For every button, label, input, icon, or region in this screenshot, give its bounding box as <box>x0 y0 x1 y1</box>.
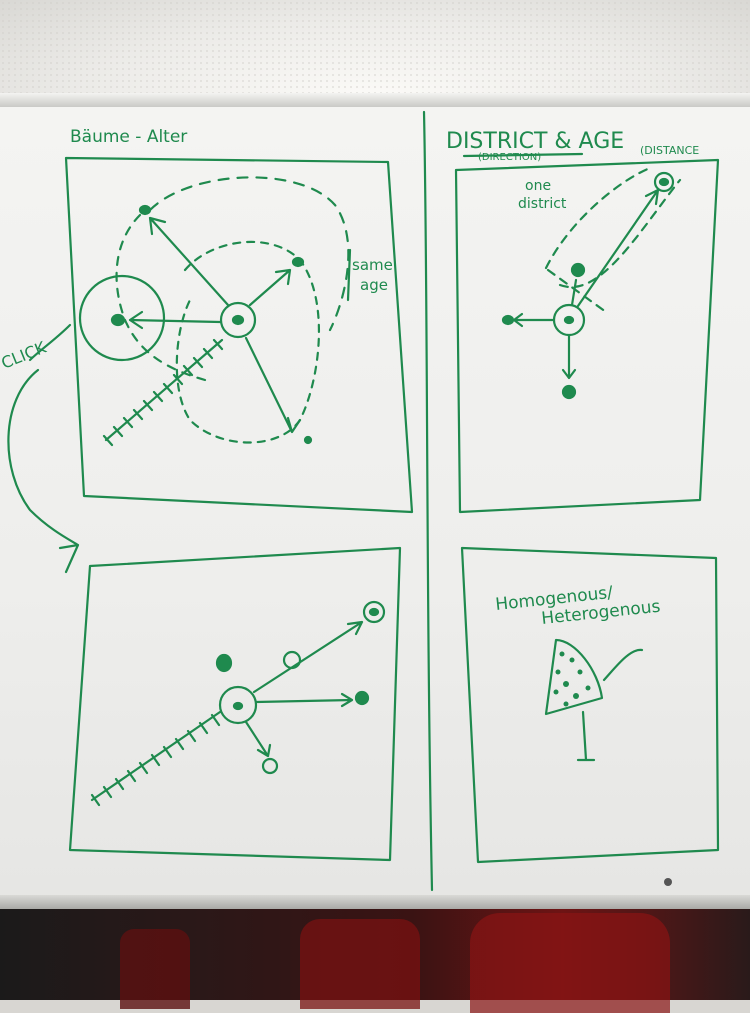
red-chair <box>470 913 670 1013</box>
tree-node-far-dot <box>658 177 670 187</box>
age-scale-axis <box>104 338 224 442</box>
arrow-to-left-node <box>128 310 222 330</box>
panel-top-right: DISTRICT & AGE (DIRECTION) (DISTANCE one… <box>446 129 720 514</box>
tree-node-bottom <box>561 384 577 400</box>
audience-seats <box>0 909 750 1013</box>
tree-node-top-left <box>215 653 233 673</box>
same-age-bracket <box>346 248 352 302</box>
age-scale-ticks <box>102 338 224 447</box>
district-wedge-shape <box>544 638 604 716</box>
center-tree-dot <box>231 314 245 326</box>
arrow-to-far-node <box>576 188 660 308</box>
click-curved-arrow <box>7 368 80 574</box>
panel-bottom-right: Homogenous/ Heterogenous <box>460 546 720 864</box>
panel-top-left: Bäume - Alter same age <box>64 127 414 514</box>
panel-frame <box>68 546 402 862</box>
tree-node-bottom <box>303 435 313 445</box>
tree-node-far <box>362 600 386 624</box>
axis-down-line <box>576 710 596 762</box>
board-magnet <box>664 878 672 886</box>
annotation-age: age <box>360 276 388 294</box>
dashed-age-loop-left <box>115 213 207 382</box>
center-tree-node <box>219 301 257 339</box>
red-chair <box>120 929 190 1009</box>
panel-bottom-left <box>68 546 402 862</box>
tree-node-far <box>653 171 675 193</box>
selected-tree-circle <box>78 274 166 362</box>
tree-node-far-dot <box>368 607 380 617</box>
annotation-one: one <box>525 178 551 194</box>
tree-node-right <box>354 690 370 706</box>
center-tree-node <box>218 685 258 725</box>
center-tree-dot <box>563 315 575 325</box>
panel-title: DISTRICT & AGE <box>446 129 624 154</box>
tree-node-left <box>501 314 515 326</box>
age-scale-axis <box>90 710 222 802</box>
click-pointer-line <box>28 323 72 362</box>
annotation-same: same <box>352 256 393 274</box>
red-chair <box>300 919 420 1009</box>
panel-frame <box>454 158 720 514</box>
arrow-to-left-node <box>512 312 556 328</box>
tree-node-top <box>138 204 152 216</box>
subtitle-direction: (DIRECTION) <box>478 152 541 163</box>
age-scale-ticks <box>90 713 221 807</box>
center-tree-dot <box>232 701 244 711</box>
arrow-to-bottom-node <box>244 336 302 434</box>
panel-frame <box>64 156 414 514</box>
annotation-pointer <box>602 648 644 682</box>
tree-node-bottom <box>261 757 279 775</box>
arrow-to-bottom-node <box>561 334 577 380</box>
wedge-tree-dots <box>553 651 591 707</box>
annotation-district: district <box>518 196 567 212</box>
panel-frame <box>460 546 720 864</box>
ceiling <box>0 0 750 95</box>
dashed-age-loop-outer <box>148 176 350 332</box>
selected-tree-dot <box>110 313 126 327</box>
arrow-to-bottom-node <box>244 720 272 758</box>
annotation-click: CLICK <box>0 337 49 372</box>
center-divider-line <box>422 110 434 892</box>
subtitle-distance: (DISTANCE <box>640 144 699 157</box>
tree-node-near <box>570 262 586 278</box>
panel-title: Bäume - Alter <box>70 127 187 147</box>
tree-node-right <box>291 256 305 268</box>
title-underline <box>462 152 584 158</box>
arrow-to-right-node <box>254 692 354 708</box>
arrow-to-far-node <box>252 620 364 694</box>
tree-node-mid <box>282 650 302 670</box>
arrow-to-near-node <box>570 278 578 307</box>
arrow-to-top-node <box>148 216 230 307</box>
whiteboard-bottom-rail <box>0 895 750 909</box>
arrow-to-right-node <box>248 268 292 307</box>
